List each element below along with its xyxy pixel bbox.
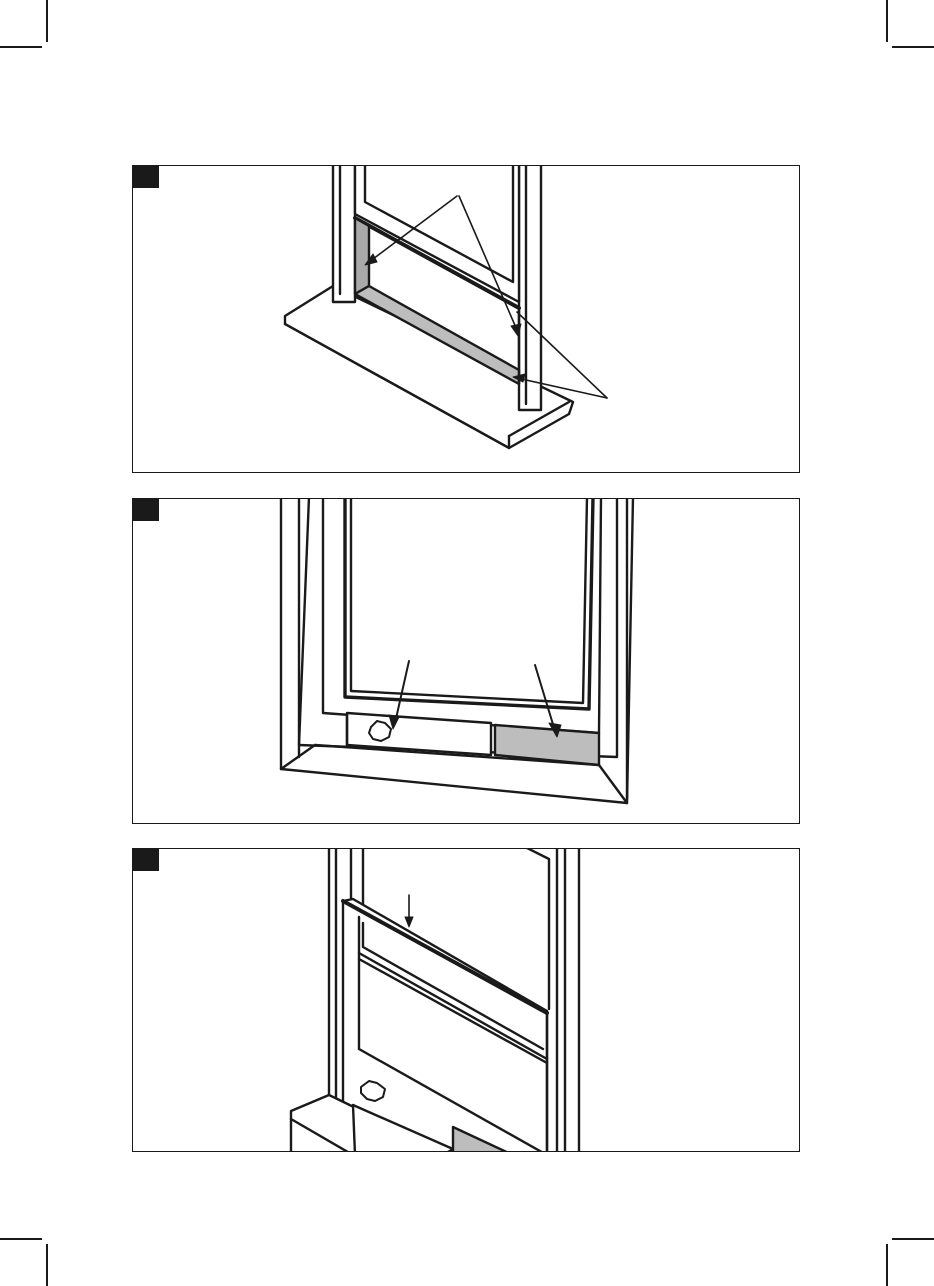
- crop-mark-bottom-left-v: [46, 1244, 48, 1286]
- arrow-to-mounting-hole: [395, 661, 409, 723]
- crop-mark-bottom-left-h: [0, 1238, 42, 1240]
- crop-mark-top-right-v: [886, 0, 888, 42]
- figure-3-panel: [132, 848, 800, 1152]
- arrow-to-shaded-strip: [535, 665, 555, 731]
- crop-mark-top-left-h: [0, 46, 42, 48]
- right-window-jamb: [519, 166, 541, 410]
- figure-2-panel: [132, 498, 800, 824]
- figure-3-illustration: [133, 849, 800, 1152]
- crop-mark-top-right-h: [892, 46, 934, 48]
- figure-1-illustration: [133, 166, 800, 473]
- figure-1-panel: [132, 165, 800, 473]
- crop-mark-bottom-right-v: [886, 1244, 888, 1286]
- figure-2-illustration: [133, 499, 800, 824]
- sealing-strip-vertical: [355, 218, 369, 294]
- right-window-jamb: [557, 849, 579, 1152]
- window-sash: [355, 166, 519, 302]
- left-window-jamb: [333, 166, 355, 302]
- crop-mark-bottom-right-h: [892, 1238, 934, 1240]
- crop-mark-top-left-v: [46, 0, 48, 42]
